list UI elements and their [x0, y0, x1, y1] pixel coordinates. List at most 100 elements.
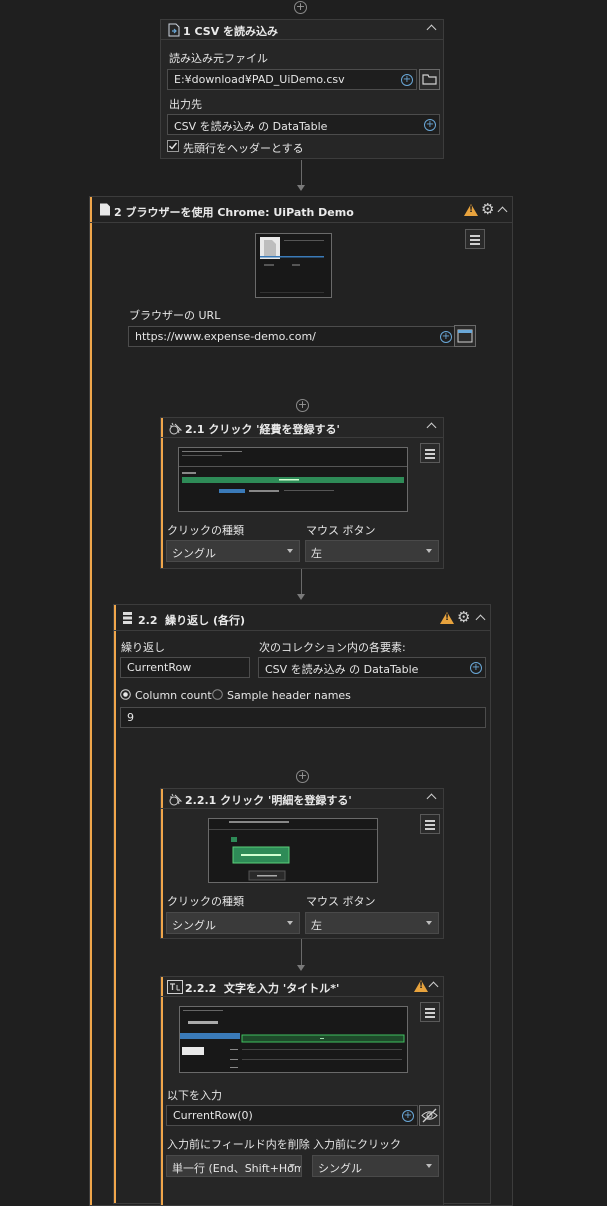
click-type-select[interactable]: シングル [166, 912, 300, 934]
radio-sample-header[interactable] [212, 689, 223, 700]
column-count-field[interactable]: 9 [120, 707, 486, 728]
element-preview-image [209, 821, 377, 881]
folder-icon[interactable] [419, 69, 440, 90]
input-text-label: 以下を入力 [167, 1089, 222, 1102]
menu-icon[interactable] [465, 229, 485, 249]
gear-icon[interactable]: ⚙ [481, 200, 495, 218]
card-header[interactable]: 2.2.1 クリック '明細を登録する' [161, 789, 443, 809]
file-label: 読み込み元ファイル [169, 52, 268, 65]
connector-line [301, 569, 302, 594]
add-activity-icon[interactable]: + [296, 769, 309, 783]
click-icon [169, 793, 183, 806]
card-header[interactable]: 2 ブラウザーを使用 Chrome: UiPath Demo ⚙ [90, 197, 512, 223]
element-preview-image [180, 1010, 405, 1068]
eye-off-icon[interactable] [419, 1105, 440, 1126]
add-activity-icon-top[interactable]: + [294, 0, 307, 14]
menu-icon[interactable] [420, 814, 440, 834]
url-label: ブラウザーの URL [129, 309, 221, 322]
add-activity-icon[interactable]: + [296, 398, 309, 412]
activity-card-read-csv[interactable]: 1 CSV を読み込み 読み込み元ファイル E:¥download¥PAD_Ui… [160, 19, 444, 159]
caret-down-icon [426, 1164, 432, 1168]
add-variable-icon[interactable]: + [401, 74, 413, 86]
mouse-button-select[interactable]: 左 [305, 912, 439, 934]
container-accent-bar [161, 977, 163, 1205]
collection-field[interactable]: CSV を読み込み の DataTable [258, 657, 486, 678]
card-title: 2.1 クリック '経費を登録する' [185, 423, 340, 436]
connector-arrow [297, 965, 305, 971]
click-type-select[interactable]: シングル [166, 540, 300, 562]
loop-icon [123, 612, 132, 624]
file-path-field[interactable]: E:¥download¥PAD_UiDemo.csv [167, 69, 417, 90]
csv-file-icon [168, 23, 180, 37]
caret-down-icon [289, 1164, 295, 1168]
browser-icon[interactable] [454, 325, 476, 347]
click-type-label: クリックの種類 [167, 895, 244, 908]
chevron-up-icon[interactable] [426, 24, 437, 35]
card-header[interactable]: 2.1 クリック '経費を登録する' [161, 418, 443, 438]
mouse-button-label: マウス ボタン [306, 895, 376, 908]
card-title: 2 ブラウザーを使用 Chrome: UiPath Demo [114, 206, 354, 219]
chevron-up-icon[interactable] [426, 422, 437, 433]
chevron-up-icon[interactable] [497, 206, 508, 217]
caret-down-icon [287, 921, 293, 925]
activity-card-type-text[interactable]: 2.2.2 文字を入力 'タイトル*' 以下を入力 CurrentRow(0) … [160, 976, 444, 1206]
menu-icon[interactable] [420, 443, 440, 463]
radio-column-count-selected[interactable] [120, 689, 131, 700]
type-text-icon [167, 980, 183, 994]
add-variable-icon[interactable]: + [424, 119, 436, 131]
chevron-up-icon[interactable] [428, 981, 439, 992]
element-preview-image [179, 451, 407, 493]
container-accent-bar [114, 605, 116, 1203]
activity-card-click-detail[interactable]: 2.2.1 クリック '明細を登録する' クリックの種類 シングル マウス ボタ… [160, 788, 444, 939]
click-before-label: 入力前にクリック [313, 1138, 401, 1151]
input-text-field[interactable]: CurrentRow(0) [166, 1105, 418, 1126]
click-before-select[interactable]: シングル [312, 1155, 439, 1177]
gear-icon[interactable]: ⚙ [457, 608, 471, 626]
clear-field-label: 入力前にフィールド内を削除 [167, 1138, 310, 1151]
chevron-up-icon[interactable] [475, 614, 486, 625]
warning-icon[interactable] [440, 612, 454, 624]
browser-preview-image [260, 237, 324, 293]
container-accent-bar [90, 197, 92, 1205]
add-variable-icon[interactable]: + [440, 331, 452, 343]
click-type-label: クリックの種類 [167, 524, 244, 537]
card-header[interactable]: 2.2.2 文字を入力 'タイトル*' [161, 977, 443, 997]
menu-icon[interactable] [420, 1002, 440, 1022]
mouse-button-label: マウス ボタン [306, 524, 376, 537]
connector-line [301, 160, 302, 185]
connector-line [301, 939, 302, 965]
clear-field-select[interactable]: 単一行 (End、Shift+Hom [166, 1155, 302, 1177]
output-field[interactable]: CSV を読み込み の DataTable [167, 114, 440, 135]
collection-label: 次のコレクション内の各要素: [259, 641, 406, 654]
add-variable-icon[interactable]: + [402, 1110, 414, 1122]
card-header[interactable]: 1 CSV を読み込み [161, 20, 443, 40]
loop-variable-field[interactable]: CurrentRow [120, 657, 250, 678]
card-title: 2.2.1 クリック '明細を登録する' [185, 794, 352, 807]
container-accent-bar [161, 789, 163, 938]
caret-down-icon [426, 549, 432, 553]
add-variable-icon[interactable]: + [470, 662, 482, 674]
loop-label: 繰り返し [121, 641, 165, 654]
browser-screenshot-thumbnail [255, 233, 332, 298]
connector-arrow [297, 594, 305, 600]
element-screenshot-thumbnail [208, 818, 378, 883]
header-checkbox-label: 先頭行をヘッダーとする [183, 142, 304, 155]
warning-icon[interactable] [464, 204, 478, 216]
card-header[interactable]: 2.2 繰り返し (各行) ⚙ [114, 605, 490, 631]
click-icon [169, 422, 183, 435]
radio-column-count-label: Column count [135, 689, 212, 702]
chevron-up-icon[interactable] [426, 793, 437, 804]
caret-down-icon [426, 921, 432, 925]
document-icon [100, 203, 110, 216]
caret-down-icon [287, 549, 293, 553]
url-field[interactable]: https://www.expense-demo.com/ [128, 326, 456, 347]
container-accent-bar [161, 418, 163, 568]
card-title: 2.2.2 文字を入力 'タイトル*' [185, 982, 340, 995]
activity-card-click-expense[interactable]: 2.1 クリック '経費を登録する' クリックの種類 シングル マウス ボタン … [160, 417, 444, 569]
warning-icon[interactable] [414, 980, 428, 992]
connector-arrow [297, 185, 305, 191]
mouse-button-select[interactable]: 左 [305, 540, 439, 562]
card-title: 1 CSV を読み込み [183, 25, 279, 38]
output-label: 出力先 [169, 98, 202, 111]
check-icon[interactable] [167, 140, 179, 152]
